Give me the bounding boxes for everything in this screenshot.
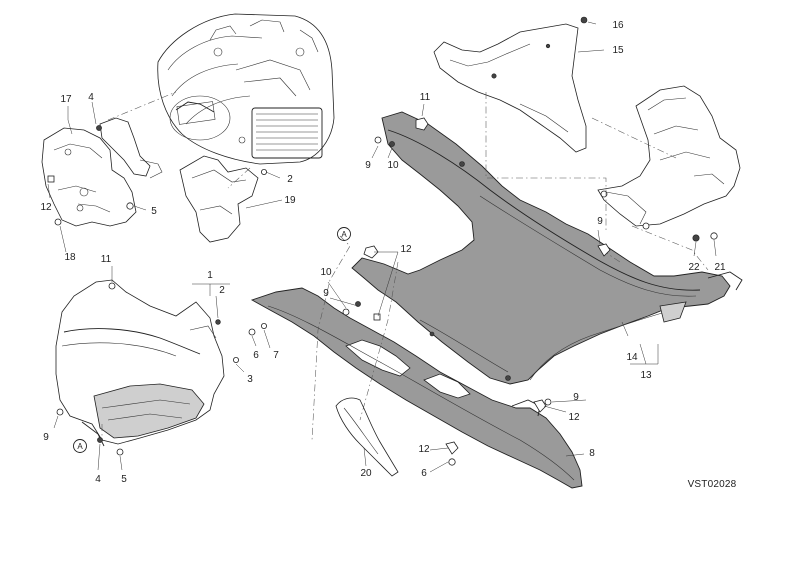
- callout-9-bottom: 9: [573, 392, 579, 403]
- callout-4-lower: 4: [95, 474, 101, 485]
- callout-8: 8: [589, 448, 595, 459]
- callout-19: 19: [284, 195, 296, 206]
- callout-6-bottom: 6: [421, 468, 427, 479]
- callout-17: 17: [60, 94, 72, 105]
- part-1-lower-left-fairing: [55, 279, 225, 447]
- callout-7: 7: [273, 350, 279, 361]
- callout-9-left: 9: [43, 432, 49, 443]
- callout-11-left: 11: [101, 254, 112, 265]
- leader-lines: [47, 21, 717, 473]
- callout-11-top: 11: [420, 92, 431, 103]
- reference-marker-a-lower: A: [73, 439, 87, 453]
- callout-21: 21: [714, 262, 726, 273]
- callout-20: 20: [360, 468, 372, 479]
- callout-3: 3: [247, 374, 253, 385]
- callout-6-left: 6: [253, 350, 259, 361]
- callout-10-middle: 10: [320, 267, 332, 278]
- callout-12-bottom: 12: [418, 444, 430, 455]
- callout-10-top: 10: [387, 160, 399, 171]
- reference-letter-lower: A: [77, 442, 83, 451]
- reference-letter-upper: A: [341, 230, 347, 239]
- part-8-belly-panel: [250, 287, 583, 489]
- callout-9-right: 9: [597, 216, 603, 227]
- callout-2-engine: 2: [287, 174, 293, 185]
- part-17-inner-panel: [41, 117, 163, 227]
- hardware-fasteners: [47, 16, 718, 466]
- part-20-trim-strip: [335, 397, 399, 477]
- engine-crankcase: [157, 13, 335, 165]
- callout-12-middle: 12: [400, 244, 412, 255]
- part-14-main-fairing-panel: [351, 111, 743, 385]
- callout-14: 14: [626, 352, 638, 363]
- callout-5-lower: 5: [121, 474, 127, 485]
- callout-9-top: 9: [365, 160, 371, 171]
- part-19-bracket: [179, 155, 259, 243]
- part-13-bracket-assembly: [597, 85, 741, 230]
- reference-marker-a-upper: A: [337, 227, 351, 241]
- callout-15: 15: [612, 45, 624, 56]
- callout-22: 22: [688, 262, 700, 273]
- callout-12-bottom-right: 12: [568, 412, 580, 423]
- callout-16: 16: [612, 20, 624, 31]
- callout-labels: 17 4 12 5 18 2 19 11 9 10 11 1 2 3 6 7 9…: [40, 20, 726, 485]
- callout-5-upper: 5: [151, 206, 157, 217]
- callout-18: 18: [64, 252, 76, 263]
- callout-2-fairing: 2: [219, 285, 225, 296]
- callout-13: 13: [640, 370, 652, 381]
- callout-4-upper: 4: [88, 92, 94, 103]
- part-15-side-panel: [433, 23, 587, 153]
- callout-12-upper-left: 12: [40, 202, 52, 213]
- drawing-code: VST02028: [688, 479, 737, 490]
- callout-9-middle: 9: [323, 288, 329, 299]
- callout-1: 1: [207, 270, 213, 281]
